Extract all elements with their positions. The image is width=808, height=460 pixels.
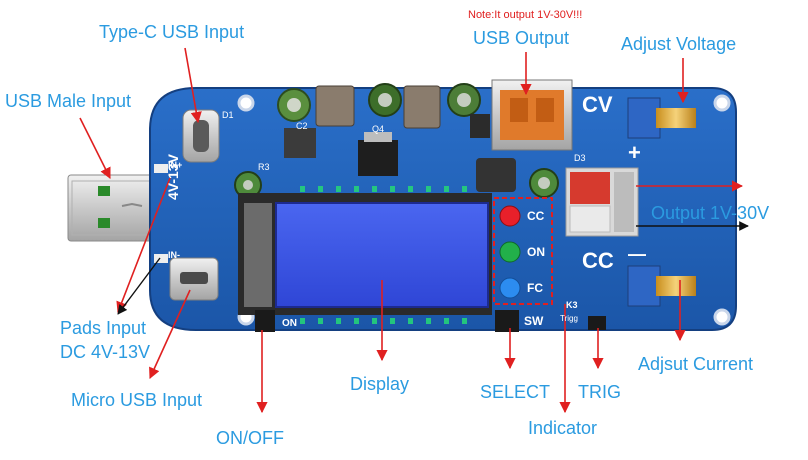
led-fc-label: FC [527,281,543,295]
micro-usb-connector [169,257,219,301]
r3-silk: R3 [258,162,270,172]
on-led [499,241,521,263]
cc-led [499,205,521,227]
indicator-leds [499,205,521,299]
usb-output-connector [491,79,573,151]
fc-led [499,277,521,299]
c2-silk: C2 [296,121,308,131]
cc-silk: CC [582,248,614,273]
in-minus-silk: IN- [168,250,180,260]
lcd-display [238,193,492,315]
label-usb-output: USB Output [473,28,570,48]
minus-silk: — [628,244,646,264]
voltage-potentiometer [627,97,696,139]
label-display: Display [350,374,410,394]
current-potentiometer [627,265,696,307]
capacitors [234,83,559,199]
label-output-range: Output 1V-30V [651,203,770,223]
terminal-block [565,167,639,237]
label-pads-input-line2: DC 4V-13V [60,342,151,362]
on-silk: ON [282,318,297,329]
output-note: Note:It output 1V-30V!!! [468,9,583,21]
on-off-button [255,310,275,332]
label-trig: TRIG [578,382,621,402]
label-usb-male-input: USB Male Input [5,91,132,111]
label-indicator: Indicator [528,418,598,438]
plus-silk: + [628,140,641,165]
d1-silk: D1 [222,110,234,120]
trig-button [588,316,606,330]
in-plus-silk: IN+ [168,160,183,170]
trigg-silk: Trigg [560,314,578,323]
sw-silk: SW [524,314,544,328]
select-button [495,310,519,332]
led-cc-label: CC [527,209,545,223]
label-adjust-voltage: Adjust Voltage [621,34,737,54]
callout-arrows [79,47,744,414]
led-on-label: ON [527,245,545,259]
label-micro-usb-input: Micro USB Input [71,390,203,410]
label-adjust-current: Adjsut Current [638,354,754,374]
q4-silk: Q4 [372,124,385,134]
type-c-connector [182,109,220,163]
cv-silk: CV [582,92,613,117]
label-pads-input-line1: Pads Input [60,318,147,338]
label-on-off: ON/OFF [216,428,284,448]
d3-silk: D3 [574,153,586,163]
label-select: SELECT [480,382,551,402]
k3-silk: K3 [566,300,578,310]
label-type-c-usb-input: Type-C USB Input [99,22,245,42]
indicator-frame [493,197,553,305]
